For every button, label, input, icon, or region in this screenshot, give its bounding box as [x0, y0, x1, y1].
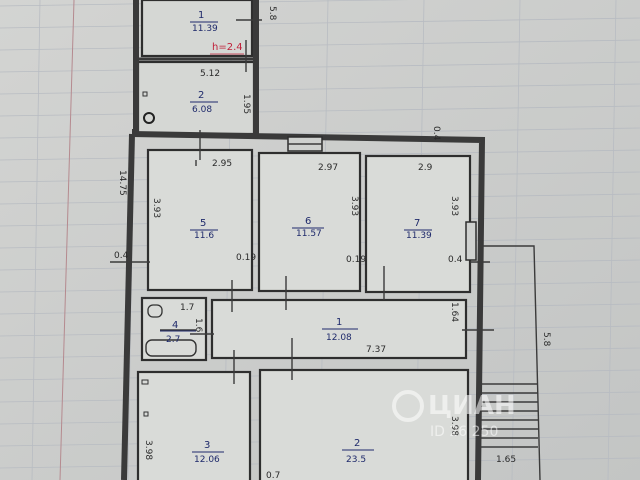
room-4-num: 4: [172, 320, 178, 331]
dim-gap-7-out: 0.4: [448, 255, 463, 265]
grid-row-line: [0, 105, 640, 117]
plumbing-circle-icon: [143, 112, 155, 124]
grid-row-line: [0, 17, 640, 29]
grid-row-line: [0, 127, 640, 139]
room-7-num: 7: [414, 218, 420, 229]
room-2-big: [258, 368, 470, 480]
room-3-area: 12.06: [194, 455, 220, 465]
dim-room7-height: 3.93: [449, 196, 459, 216]
room-3: [136, 370, 252, 480]
dim-gap-6-7: 0.19: [346, 255, 366, 265]
room-1-top-num: 1: [198, 10, 204, 21]
grid-row-line: [0, 0, 410, 7]
ceiling-height-note: h=2.4: [212, 42, 243, 53]
room-5-num: 5: [200, 218, 206, 229]
bathtub-icon: [145, 339, 197, 357]
dim-hall-height: 1.64: [449, 302, 459, 322]
dim-room5-height: 3.93: [151, 198, 161, 218]
room-5-area: 11.6: [194, 231, 214, 241]
watermark: ЦИАН ID 26 250: [392, 390, 516, 440]
dim-room7-width: 2.9: [418, 163, 433, 173]
toilet-icon: [147, 304, 163, 318]
watermark-sub: ID 26 250: [430, 424, 498, 440]
watermark-logo-icon: [392, 390, 424, 422]
room-2-big-area: 23.5: [346, 455, 366, 465]
room-2-top-num: 2: [198, 90, 204, 101]
grid-row-line: [0, 39, 640, 51]
grid-col-line: [511, 0, 521, 480]
dim-top-right: 5.8: [267, 6, 277, 21]
main-outer-wall-left: [121, 133, 135, 480]
dim-porch-length: 5.8: [541, 332, 551, 347]
dim-room5-width: 2.95: [212, 159, 232, 169]
main-outer-wall-right: [131, 131, 486, 480]
room-7: [364, 154, 472, 294]
dim-room6-height: 3.93: [349, 196, 359, 216]
room-1-top: [140, 0, 254, 58]
dim-left-wall: 0.4: [114, 251, 129, 261]
dim-room2-height-big: 3.98: [449, 416, 459, 436]
door-markers: [110, 19, 494, 384]
room-6-area: 11.57: [296, 229, 322, 239]
room-7-area: 11.39: [406, 231, 432, 241]
porch-stairs: [480, 383, 538, 448]
watermark-text: ЦИАН: [428, 391, 516, 421]
room-5: [146, 148, 254, 292]
dim-bottom-mark: 0.7: [266, 471, 280, 480]
room-1-hall-area: 12.08: [326, 333, 352, 343]
room-4-area: 2.7: [166, 335, 180, 345]
dim-top-width: 5.12: [200, 69, 220, 79]
room-2-top: [136, 60, 256, 136]
grid-col-line: [607, 0, 617, 480]
room-3-num: 3: [204, 440, 210, 451]
room-2-big-num: 2: [354, 438, 360, 449]
room-1-hall-num: 1: [336, 317, 342, 328]
paper-margin-line: [59, 0, 75, 480]
dim-stairs-width: 1.65: [496, 455, 516, 465]
room-6-num: 6: [305, 216, 311, 227]
grid-row-line: [0, 83, 640, 95]
window-right: [465, 221, 477, 261]
room-2-top-area: 6.08: [192, 105, 212, 115]
dimension-labels: 5.8 5.12 1.95 0.4 14.75 2.95 2.97 2.9 3.…: [114, 6, 551, 480]
dim-room4-height: 1.6: [193, 318, 203, 333]
room-labels: 1 11.39 2 6.08 5 11.6 6 11.57 7 11.39 4 …: [160, 10, 432, 465]
socket-icon-2: [143, 411, 149, 417]
dim-outer-corner: 0.4: [431, 126, 441, 141]
dim-outer-left: 14.75: [117, 170, 127, 196]
socket-icon: [142, 91, 148, 97]
dim-room4-width: 1.7: [180, 303, 194, 313]
grid-row-line: [0, 61, 640, 73]
switch-icon: [141, 379, 149, 385]
grid-col-line: [31, 0, 41, 480]
dim-gap-5-6: 0.19: [236, 253, 256, 263]
dim-room6-width: 2.97: [318, 163, 338, 173]
dim-hall-length: 7.37: [366, 345, 386, 355]
room-1-top-area: 11.39: [192, 24, 218, 34]
room-6: [257, 151, 362, 293]
dim-room2-height: 1.95: [241, 94, 251, 114]
dim-room3-height: 3.98: [143, 440, 153, 460]
